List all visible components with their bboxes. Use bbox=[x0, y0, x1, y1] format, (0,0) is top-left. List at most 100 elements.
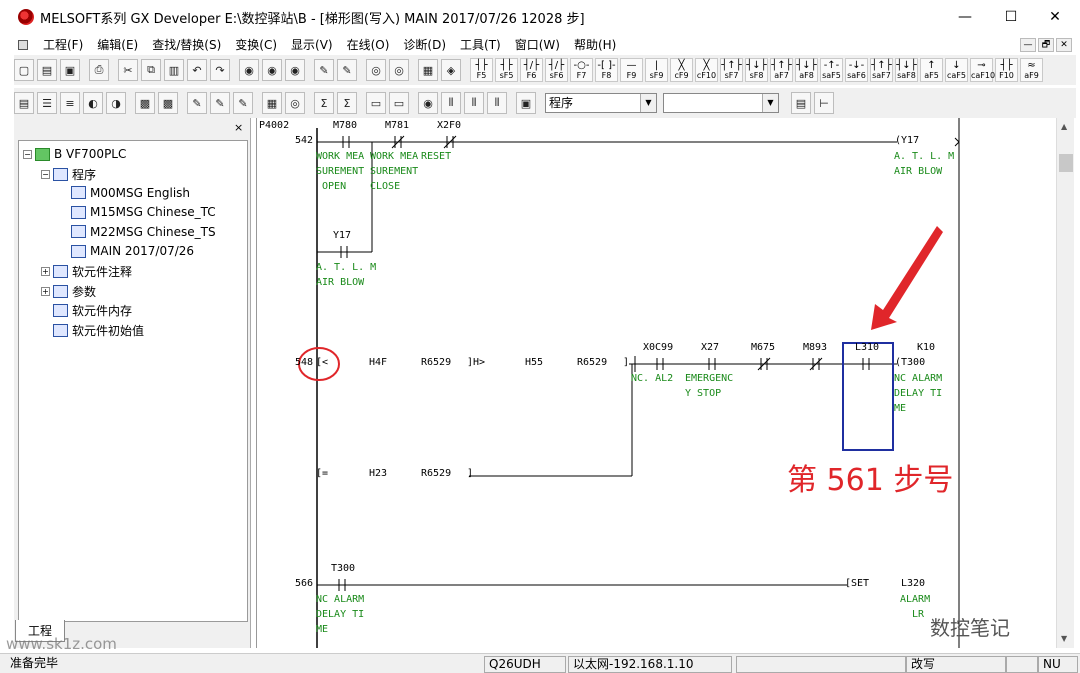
comment-toggle-icon[interactable]: ≡ bbox=[60, 92, 80, 114]
ladder-key-af9[interactable]: ≈aF9 bbox=[1020, 58, 1043, 82]
read-plc-icon[interactable]: ✎ bbox=[337, 59, 357, 81]
ladder-key-f6[interactable]: ┤/├F6 bbox=[520, 58, 543, 82]
scroll-down-icon[interactable]: ▼ bbox=[1061, 634, 1068, 643]
device-test-icon[interactable]: ▦ bbox=[418, 59, 438, 81]
find-device-icon[interactable]: ◉ bbox=[239, 59, 259, 81]
ladder-key-cf10[interactable]: ╳cF10 bbox=[695, 58, 718, 82]
register-icon[interactable]: ▦ bbox=[262, 92, 282, 114]
mdi-restore-button[interactable]: 🗗 bbox=[1038, 38, 1054, 52]
window-icon[interactable]: ▣ bbox=[516, 92, 536, 114]
tree-item[interactable]: +参数 bbox=[41, 283, 96, 300]
contact-x0c99[interactable] bbox=[656, 358, 664, 370]
step-range-icon[interactable]: Σ bbox=[337, 92, 357, 114]
open-folder-icon[interactable]: ▤ bbox=[37, 59, 57, 81]
expand-icon[interactable]: + bbox=[41, 267, 50, 277]
menu-tools[interactable]: 工具(T) bbox=[460, 38, 501, 52]
find-instruction-icon[interactable]: ◉ bbox=[262, 59, 282, 81]
ladder-key-af5[interactable]: ↑aF5 bbox=[920, 58, 943, 82]
ladder-key-sf8[interactable]: ┤↓├sF8 bbox=[745, 58, 768, 82]
ladder-key-f9[interactable]: —F9 bbox=[620, 58, 643, 82]
ladder-key-saf7[interactable]: ┤↑├saF7 bbox=[870, 58, 893, 82]
tree-item[interactable]: M00MSG English bbox=[59, 186, 190, 200]
contact-x2f0[interactable] bbox=[443, 135, 457, 149]
diagnostics-icon[interactable]: ◈ bbox=[441, 59, 461, 81]
ladder-key-f5[interactable]: ┤├F5 bbox=[470, 58, 493, 82]
contact-m781[interactable] bbox=[391, 135, 405, 149]
used-list-icon[interactable]: ⫴ bbox=[487, 92, 507, 114]
contact-t300[interactable] bbox=[338, 579, 346, 591]
contact-y17-branch[interactable] bbox=[340, 246, 348, 258]
ladder-key-cf9[interactable]: ╳cF9 bbox=[670, 58, 693, 82]
alias-icon[interactable]: ▩ bbox=[135, 92, 155, 114]
ladder-key-af7[interactable]: ┤↑├aF7 bbox=[770, 58, 793, 82]
print-icon[interactable]: ⎙ bbox=[89, 59, 109, 81]
note-icon[interactable]: ◑ bbox=[106, 92, 126, 114]
cut-icon[interactable]: ✂ bbox=[118, 59, 138, 81]
panel-close-button[interactable]: × bbox=[234, 121, 244, 134]
contact-coil-icon[interactable]: ⫴ bbox=[441, 92, 461, 114]
menu-convert[interactable]: 变换(C) bbox=[235, 38, 278, 52]
minimize-button[interactable]: — bbox=[958, 9, 972, 25]
tree-item[interactable]: +软元件注释 bbox=[41, 263, 132, 280]
contact-l310[interactable] bbox=[862, 358, 870, 370]
tree-item[interactable]: M22MSG Chinese_TS bbox=[59, 225, 216, 239]
menu-view[interactable]: 显示(V) bbox=[291, 38, 333, 52]
copy-icon[interactable]: ⧉ bbox=[141, 59, 161, 81]
menu-help[interactable]: 帮助(H) bbox=[573, 38, 617, 52]
find-comment-icon[interactable]: ◉ bbox=[285, 59, 305, 81]
search-icon[interactable]: ◉ bbox=[418, 92, 438, 114]
monitor-icon[interactable]: ◎ bbox=[366, 59, 386, 81]
macro-icon[interactable]: ▩ bbox=[158, 92, 178, 114]
menu-window[interactable]: 窗口(W) bbox=[514, 38, 560, 52]
document-icon[interactable] bbox=[18, 39, 28, 50]
ladder-key-af8[interactable]: ┤↓├aF8 bbox=[795, 58, 818, 82]
menu-online[interactable]: 在线(O) bbox=[346, 38, 390, 52]
tree-icon[interactable]: ⊢ bbox=[814, 92, 834, 114]
statement-icon[interactable]: ◐ bbox=[83, 92, 103, 114]
ladder-key-caf10[interactable]: ⊸caF10 bbox=[970, 58, 995, 82]
contact-m780[interactable] bbox=[342, 136, 350, 148]
collapse-icon[interactable]: − bbox=[41, 170, 50, 180]
new-file-icon[interactable]: ▢ bbox=[14, 59, 34, 81]
contact-x27[interactable] bbox=[708, 358, 716, 370]
ladder-key-saf8[interactable]: ┤↓├saF8 bbox=[895, 58, 918, 82]
vertical-scrollbar[interactable]: ▲ ▼ bbox=[1056, 118, 1074, 648]
close-button[interactable]: ✕ bbox=[1049, 9, 1061, 25]
tree-item[interactable]: −B VF700PLC bbox=[23, 147, 126, 161]
contact-m893[interactable] bbox=[809, 357, 823, 371]
ladder-key-f10[interactable]: ┤├F10 bbox=[995, 58, 1018, 82]
ladder-key-sf7[interactable]: ┤↑├sF7 bbox=[720, 58, 743, 82]
comment-edit-icon[interactable]: ✎ bbox=[187, 92, 207, 114]
collapse-icon[interactable]: − bbox=[23, 149, 32, 159]
program-select[interactable]: 程序▼ bbox=[545, 93, 657, 113]
list-view-icon[interactable]: ☰ bbox=[37, 92, 57, 114]
save-icon[interactable]: ▣ bbox=[60, 59, 80, 81]
scroll-thumb[interactable] bbox=[1059, 154, 1073, 172]
program-list-select[interactable]: ▼ bbox=[663, 93, 779, 113]
maximize-button[interactable]: ☐ bbox=[1004, 9, 1018, 25]
menu-diagnostics[interactable]: 诊断(D) bbox=[403, 38, 447, 52]
ladder-editor[interactable]: P4002 542 M780 M781 X2F0 WORK MEA SUREME… bbox=[256, 118, 1056, 648]
ladder-key-f8[interactable]: -[ ]-F8 bbox=[595, 58, 618, 82]
tree-item[interactable]: M15MSG Chinese_TC bbox=[59, 205, 216, 219]
ladder-key-f7[interactable]: -○-F7 bbox=[570, 58, 593, 82]
tab-project[interactable]: 工程 bbox=[15, 620, 65, 642]
redo-icon[interactable]: ↷ bbox=[210, 59, 230, 81]
ladder-key-saf6[interactable]: -↓-saF6 bbox=[845, 58, 868, 82]
menu-edit[interactable]: 编辑(E) bbox=[97, 38, 139, 52]
collapse-icon[interactable]: ▭ bbox=[389, 92, 409, 114]
ladder-key-saf5[interactable]: -↑-saF5 bbox=[820, 58, 843, 82]
tree-item[interactable]: 软元件初始值 bbox=[41, 322, 144, 339]
ladder-key-caf5[interactable]: ↓caF5 bbox=[945, 58, 968, 82]
cross-ref-icon[interactable]: ⫴ bbox=[464, 92, 484, 114]
menu-find-replace[interactable]: 查找/替换(S) bbox=[152, 38, 222, 52]
mdi-minimize-button[interactable]: — bbox=[1020, 38, 1036, 52]
tree-item[interactable]: MAIN 2017/07/26 bbox=[59, 244, 194, 258]
write-plc-icon[interactable]: ✎ bbox=[314, 59, 334, 81]
zoom-icon[interactable]: ◎ bbox=[285, 92, 305, 114]
ladder-key-sf6[interactable]: ┤/├sF6 bbox=[545, 58, 568, 82]
monitor-write-icon[interactable]: ◎ bbox=[389, 59, 409, 81]
undo-icon[interactable]: ↶ bbox=[187, 59, 207, 81]
ladder-key-sf9[interactable]: |sF9 bbox=[645, 58, 668, 82]
page-icon[interactable]: ▤ bbox=[791, 92, 811, 114]
